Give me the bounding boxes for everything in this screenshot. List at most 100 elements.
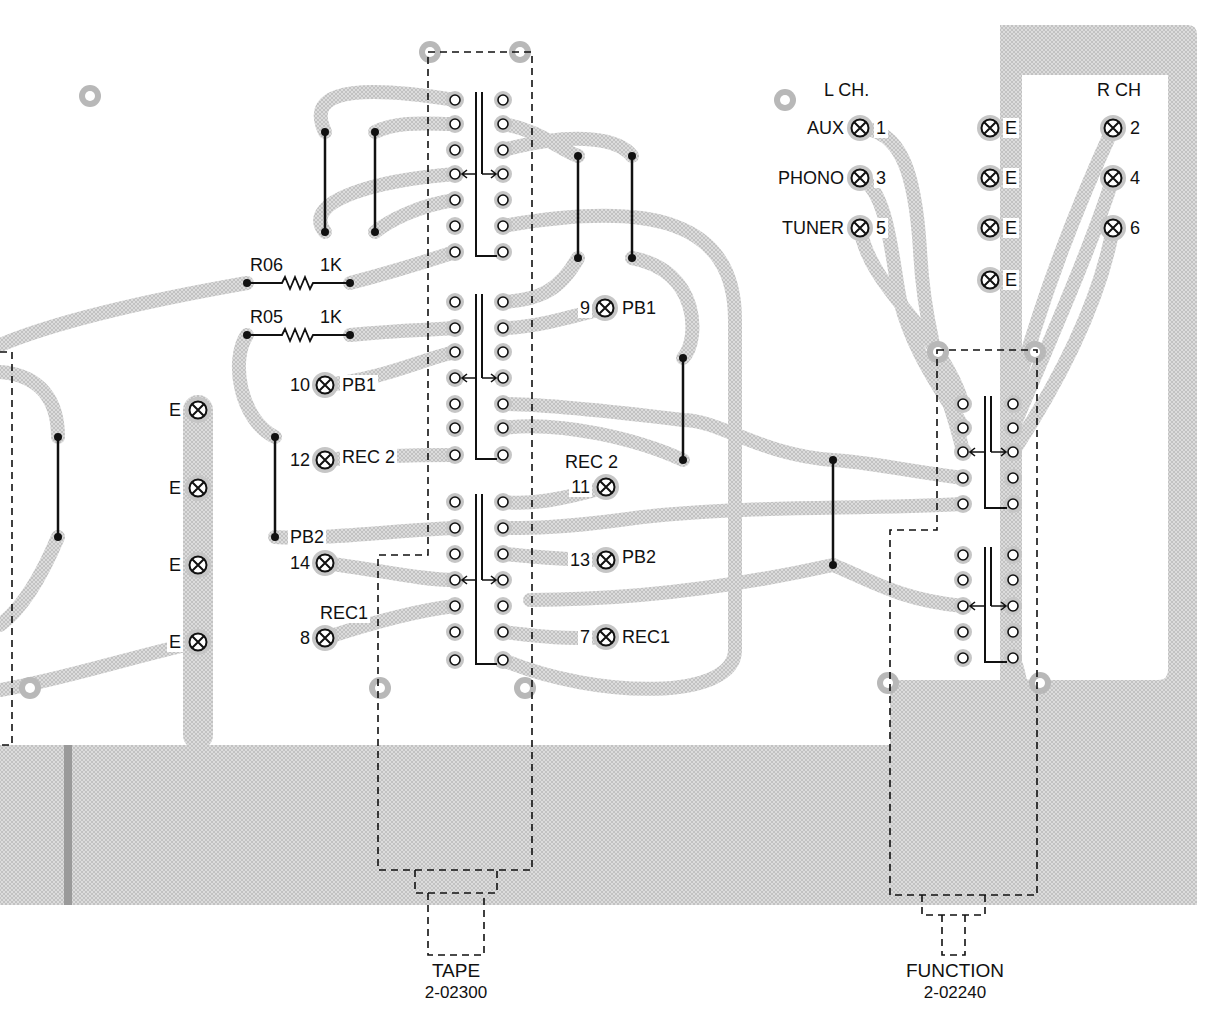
terminal-ring — [593, 624, 619, 650]
terminal-cross — [1107, 222, 1119, 234]
pad-ring — [954, 419, 972, 437]
side-switch-outline — [0, 352, 12, 745]
pad-ring — [494, 519, 512, 537]
contact-arrow — [482, 576, 496, 584]
jumper-end — [679, 354, 687, 362]
jumper-end — [54, 533, 62, 541]
terminal-symbol — [317, 630, 334, 647]
pcb-label: 10 — [288, 375, 312, 395]
contact-arrow — [991, 602, 1006, 610]
pad — [498, 323, 508, 333]
pcb-label: TUNER — [780, 218, 846, 238]
pad — [958, 601, 968, 611]
terminal-symbol — [598, 552, 615, 569]
resistor-lead — [346, 331, 354, 339]
terminal-ring — [185, 475, 211, 501]
pad — [450, 247, 460, 257]
pcb-label: 4 — [1128, 168, 1142, 188]
terminal-ring — [1100, 215, 1126, 241]
terminal-cross — [319, 632, 331, 644]
terminal-symbol — [598, 479, 615, 496]
pad-ring — [494, 243, 512, 261]
hole-ring — [877, 672, 899, 694]
tape-knob — [415, 870, 497, 955]
pad-ring — [494, 597, 512, 615]
pcb-label: 13 — [568, 550, 592, 570]
pad — [450, 523, 460, 533]
function-switch-outline — [890, 350, 1037, 895]
pad — [450, 373, 460, 383]
pad — [1008, 627, 1018, 637]
pad — [450, 497, 460, 507]
pad-ring — [1004, 495, 1022, 513]
terminal-ring — [592, 295, 618, 321]
terminal-symbol — [317, 377, 334, 394]
pcb-label: 3 — [874, 168, 888, 188]
mounting-holes — [19, 41, 1051, 699]
jumper-end — [371, 228, 379, 236]
pad — [1008, 473, 1018, 483]
pad-ring — [954, 395, 972, 413]
terminal-symbol — [1105, 170, 1122, 187]
pad — [498, 549, 508, 559]
contact-arrow — [482, 170, 496, 178]
hole — [375, 683, 385, 693]
pcb-label: E — [167, 400, 183, 420]
pcb-label: E — [167, 555, 183, 575]
hole-ring — [79, 85, 101, 107]
jumper-end — [628, 254, 636, 262]
contact-arrow — [462, 170, 476, 178]
pad-ring — [446, 493, 464, 511]
copper-trace — [325, 563, 455, 580]
pad — [958, 447, 968, 457]
pad — [1008, 447, 1018, 457]
terminal-cross — [192, 636, 204, 648]
pad — [450, 145, 460, 155]
pad-ring — [446, 343, 464, 361]
terminal-cross — [319, 557, 331, 569]
pad-ring — [446, 243, 464, 261]
pad — [450, 195, 460, 205]
jumper-wire — [832, 460, 835, 565]
terminal-ring — [312, 372, 338, 398]
pcb-label: 12 — [288, 450, 312, 470]
terminal-ring — [977, 215, 1003, 241]
board-edge — [64, 745, 72, 905]
pad — [958, 423, 968, 433]
pad — [1008, 653, 1018, 663]
pad-ring — [494, 395, 512, 413]
pad — [498, 497, 508, 507]
pcb-label: R CH — [1095, 80, 1143, 100]
jumper-end — [829, 561, 837, 569]
copper-trace — [503, 139, 632, 156]
terminal-symbol — [852, 220, 869, 237]
terminal-symbol — [190, 402, 207, 419]
pad — [498, 221, 508, 231]
pcb-label: R05 — [248, 307, 285, 327]
pad-ring — [446, 91, 464, 109]
pcb-label: 7 — [578, 627, 592, 647]
ground-band — [0, 745, 1040, 905]
contact-arrow — [462, 374, 476, 382]
terminal-ring — [312, 447, 338, 473]
pad — [498, 627, 508, 637]
hole — [883, 678, 893, 688]
tape-switch-outline — [378, 52, 532, 870]
copper-trace — [860, 128, 963, 452]
jumper-end — [271, 433, 279, 441]
pad — [450, 323, 460, 333]
jumper-end — [321, 228, 329, 236]
pad — [450, 347, 460, 357]
hole-ring — [19, 677, 41, 699]
pad-ring — [1004, 419, 1022, 437]
pad-ring — [1004, 571, 1022, 589]
pad-ring — [494, 91, 512, 109]
copper-trace — [530, 565, 963, 606]
pad-ring — [494, 293, 512, 311]
pad-ring — [494, 191, 512, 209]
copper-trace — [375, 200, 455, 232]
terminal-cross — [319, 379, 331, 391]
copper-trace — [503, 216, 735, 689]
